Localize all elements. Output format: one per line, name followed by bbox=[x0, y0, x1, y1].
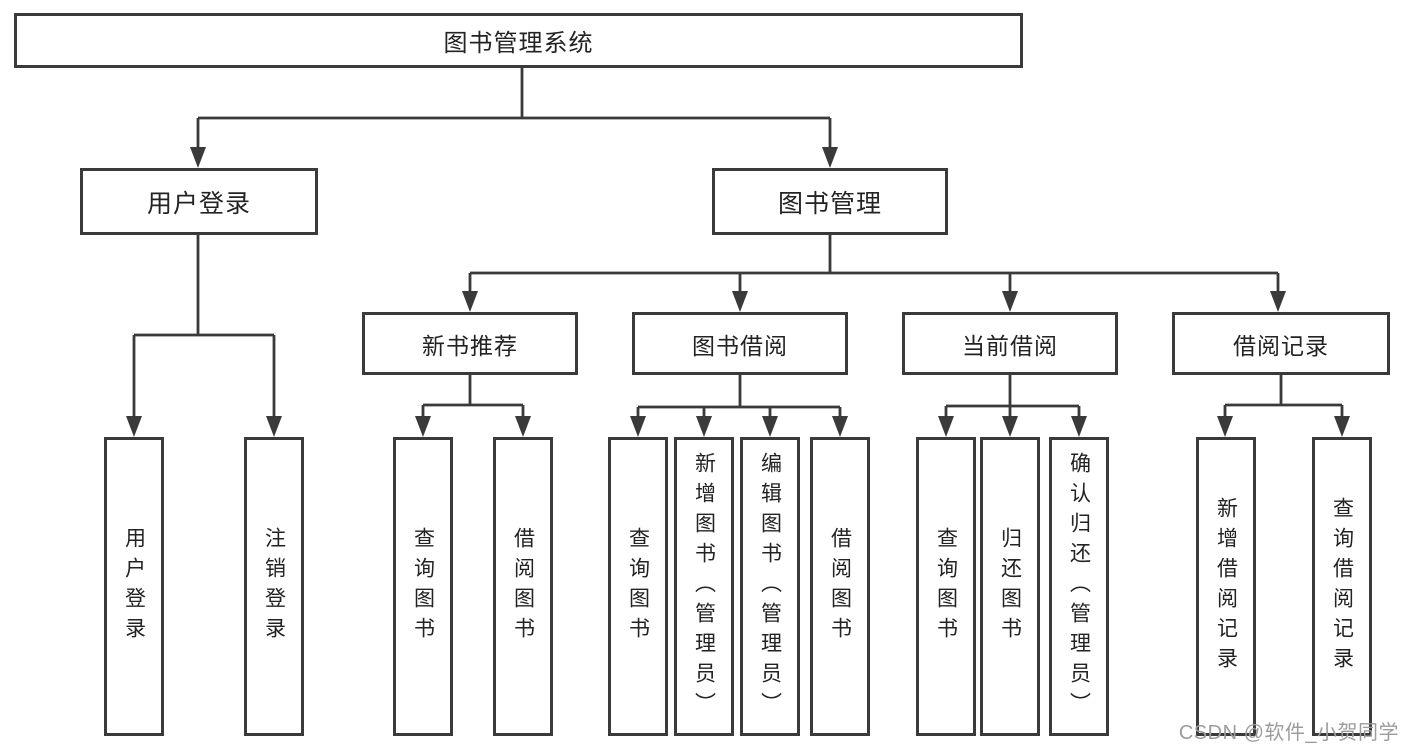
leaf-label: 查询图书 bbox=[411, 526, 435, 647]
leaf-add-borrow-record: 新增借阅记录 bbox=[1196, 437, 1256, 736]
leaf-label: 查询图书 bbox=[934, 526, 958, 647]
leaf-logout: 注销登录 bbox=[244, 437, 304, 736]
leaf-label: 编辑图书（管理员） bbox=[758, 451, 782, 722]
node-book-management: 图书管理 bbox=[712, 168, 948, 235]
node-label: 图书管理系统 bbox=[443, 30, 594, 57]
leaf-edit-books-admin: 编辑图书（管理员） bbox=[740, 437, 800, 736]
node-label: 当前借阅 bbox=[962, 332, 1058, 359]
csdn-watermark: CSDN @软件_小贺同学 bbox=[1178, 722, 1399, 744]
leaf-label: 查询图书 bbox=[626, 526, 650, 647]
leaf-label: 注销登录 bbox=[262, 526, 286, 647]
leaf-borrow-books-recommend: 借阅图书 bbox=[493, 437, 553, 736]
leaf-return-books: 归还图书 bbox=[980, 437, 1040, 736]
leaf-query-books-current: 查询图书 bbox=[916, 437, 976, 736]
node-user-login: 用户登录 bbox=[80, 168, 318, 235]
leaf-label: 查询借阅记录 bbox=[1330, 496, 1354, 677]
node-borrowing-records: 借阅记录 bbox=[1172, 312, 1390, 375]
leaf-label: 归还图书 bbox=[998, 526, 1022, 647]
leaf-add-books-admin: 新增图书（管理员） bbox=[674, 437, 734, 736]
node-label: 新书推荐 bbox=[422, 332, 518, 359]
node-new-book-recommendation: 新书推荐 bbox=[362, 312, 578, 375]
node-library-management-system: 图书管理系统 bbox=[14, 13, 1023, 68]
leaf-label: 借阅图书 bbox=[511, 526, 535, 647]
node-label: 借阅记录 bbox=[1233, 332, 1329, 359]
node-current-borrowing: 当前借阅 bbox=[902, 312, 1118, 375]
leaf-confirm-return-admin: 确认归还（管理员） bbox=[1049, 437, 1109, 736]
leaf-query-borrow-record: 查询借阅记录 bbox=[1312, 437, 1372, 736]
leaf-query-books-recommend: 查询图书 bbox=[393, 437, 453, 736]
node-label: 用户登录 bbox=[146, 189, 251, 218]
leaf-label: 新增借阅记录 bbox=[1214, 496, 1238, 677]
leaf-label: 用户登录 bbox=[122, 526, 146, 647]
leaf-label: 新增图书（管理员） bbox=[692, 451, 716, 722]
leaf-label: 借阅图书 bbox=[828, 526, 852, 647]
node-label: 图书借阅 bbox=[692, 332, 788, 359]
leaf-user-login: 用户登录 bbox=[104, 437, 164, 736]
leaf-query-books-borrowing: 查询图书 bbox=[608, 437, 668, 736]
leaf-label: 确认归还（管理员） bbox=[1067, 451, 1091, 722]
leaf-borrow-books-borrowing: 借阅图书 bbox=[810, 437, 870, 736]
node-book-borrowing: 图书借阅 bbox=[632, 312, 848, 375]
node-label: 图书管理 bbox=[777, 189, 882, 218]
